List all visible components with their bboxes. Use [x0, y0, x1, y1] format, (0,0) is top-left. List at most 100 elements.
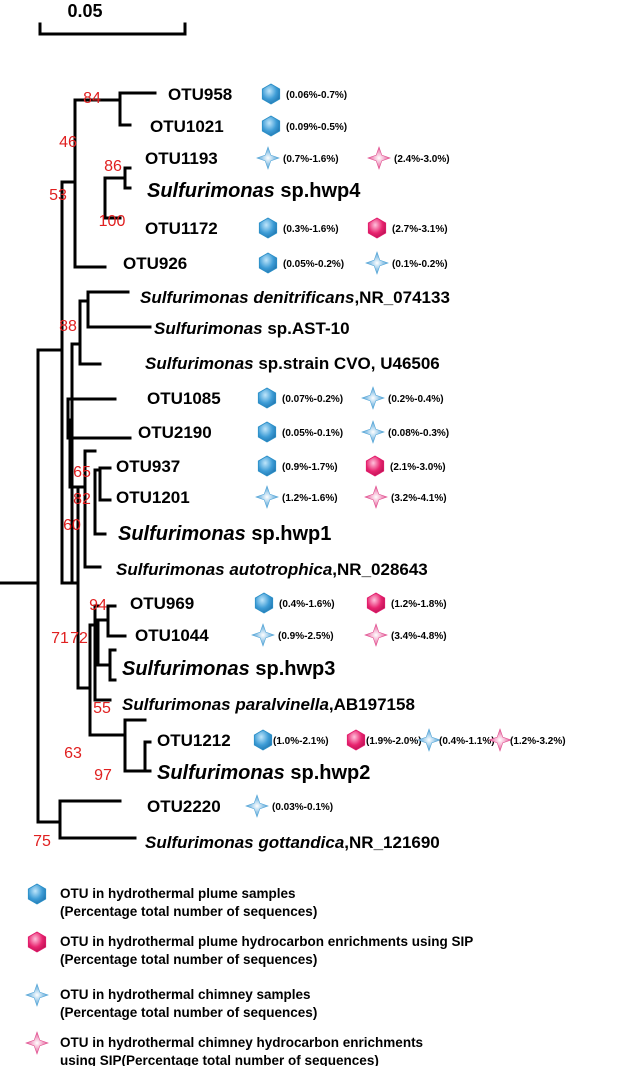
legend-item-label: OTU in hydrothermal plume hydrocarbon en…	[60, 934, 473, 949]
leaf-otu1044: OTU1044(0.9%-2.5%)(3.4%-4.8%)	[135, 623, 447, 647]
taxon-name: Sulfurimonas	[145, 354, 254, 373]
otu-name: OTU1085	[147, 389, 221, 408]
leaf-reference-6: Sulfurimonas denitrificans,NR_074133	[140, 288, 450, 307]
pink-star-icon	[488, 728, 512, 752]
pink-hexagon-icon	[365, 455, 385, 477]
otu-name: OTU926	[123, 254, 187, 273]
leaf-reference-8: Sulfurimonas sp.strain CVO, U46506	[145, 354, 440, 373]
legend-item-blue-star: OTU in hydrothermal chimney samples(Perc…	[25, 983, 317, 1020]
blue-hexagon-icon	[27, 883, 47, 905]
legend-item-sublabel: using SIP(Percentage total number of seq…	[60, 1053, 379, 1066]
abundance-range: (0.4%-1.6%)	[279, 599, 335, 610]
abundance-range: (0.07%-0.2%)	[282, 394, 343, 405]
leaf-reference-20: Sulfurimonas sp.hwp2	[157, 762, 370, 784]
bootstrap-value: 82	[73, 491, 91, 508]
bootstrap-value: 71	[51, 630, 69, 647]
leaf-label: OTU1085	[147, 389, 221, 408]
pink-hexagon-icon	[367, 217, 387, 239]
bootstrap-value: 65	[73, 464, 91, 481]
leaf-otu1201: OTU1201(1.2%-1.6%)(3.2%-4.1%)	[116, 485, 447, 509]
taxon-name: Sulfurimonas autotrophica	[116, 560, 332, 579]
leaf-label: OTU2190	[138, 423, 212, 442]
leaf-reference-14: Sulfurimonas autotrophica,NR_028643	[116, 560, 428, 579]
legend-item-label: OTU in hydrothermal chimney hydrocarbon …	[60, 1035, 423, 1050]
otu-name: OTU1201	[116, 488, 190, 507]
abundance-range: (0.08%-0.3%)	[388, 428, 449, 439]
bootstrap-value: 86	[104, 158, 122, 175]
leaf-label: Sulfurimonas autotrophica,NR_028643	[116, 560, 428, 579]
abundance-range: (0.1%-0.2%)	[392, 259, 448, 270]
legend-item-pink-hexagon: OTU in hydrothermal plume hydrocarbon en…	[27, 931, 473, 967]
taxon-suffix: ,NR_121690	[344, 833, 439, 852]
blue-star-icon	[417, 728, 441, 752]
blue-star-icon	[245, 794, 269, 818]
abundance-range: (1.0%-2.1%)	[273, 736, 329, 747]
pink-star-icon	[364, 623, 388, 647]
abundance-range: (1.2%-3.2%)	[510, 736, 566, 747]
leaf-label: OTU1193	[145, 149, 218, 168]
leaf-labels: OTU958 (0.06%-0.7%) OTU1021 (0.09%-0.5%) OTU…	[116, 83, 566, 852]
leaf-otu1212: OTU1212(1.0%-2.1%)(1.9%-2.0%)(0.4%-1.1%)…	[157, 728, 566, 752]
leaf-label: Sulfurimonas paralvinella,AB197158	[122, 695, 415, 714]
leaf-reference-22: Sulfurimonas gottandica,NR_121690	[145, 833, 440, 852]
blue-hexagon-icon	[261, 115, 281, 137]
otu-name: OTU937	[116, 457, 180, 476]
abundance-range: (0.9%-1.7%)	[282, 462, 338, 473]
pink-star-icon	[25, 1031, 49, 1055]
blue-star-icon	[256, 146, 280, 170]
leaf-reference-18: Sulfurimonas paralvinella,AB197158	[122, 695, 415, 714]
leaf-otu1193: OTU1193(0.7%-1.6%)(2.4%-3.0%)	[145, 146, 450, 170]
leaf-otu969: OTU969 (0.4%-1.6%) (1.2%-1.8%)	[130, 592, 447, 614]
bootstrap-value: 84	[83, 90, 101, 107]
bootstrap-value: 94	[89, 597, 107, 614]
leaf-label: OTU2220	[147, 797, 221, 816]
abundance-range: (0.05%-0.1%)	[282, 428, 343, 439]
abundance-range: (3.2%-4.1%)	[391, 493, 447, 504]
bootstrap-value: 75	[33, 833, 51, 850]
leaf-label: OTU1021	[150, 117, 224, 136]
blue-hexagon-icon	[254, 592, 274, 614]
leaf-label: OTU958	[168, 85, 232, 104]
leaf-reference-7: Sulfurimonas sp.AST-10	[154, 319, 350, 338]
taxon-suffix: sp.hwp3	[250, 658, 336, 680]
abundance-range: (2.7%-3.1%)	[392, 224, 448, 235]
legend: OTU in hydrothermal plume samples(Percen…	[25, 883, 473, 1066]
legend-item-sublabel: (Percentage total number of sequences)	[60, 904, 317, 919]
otu-name: OTU1021	[150, 117, 224, 136]
leaf-reference-3: Sulfurimonas sp.hwp4	[147, 180, 361, 202]
taxon-suffix: ,NR_028643	[332, 560, 427, 579]
abundance-range: (0.9%-2.5%)	[278, 631, 334, 642]
abundance-range: (1.2%-1.8%)	[391, 599, 447, 610]
taxon-name: Sulfurimonas	[118, 523, 246, 545]
pink-star-icon	[367, 146, 391, 170]
leaf-label: OTU969	[130, 594, 194, 613]
leaf-label: Sulfurimonas sp.hwp3	[122, 658, 335, 680]
blue-star-icon	[25, 983, 49, 1007]
bootstrap-value: 55	[93, 700, 111, 717]
legend-item-pink-star: OTU in hydrothermal chimney hydrocarbon …	[25, 1031, 423, 1066]
blue-star-icon	[361, 386, 385, 410]
bootstrap-value: 53	[49, 187, 67, 204]
leaf-label: OTU1212	[157, 731, 231, 750]
leaf-label: Sulfurimonas sp.hwp1	[118, 523, 331, 545]
leaf-otu1085: OTU1085(0.07%-0.2%)(0.2%-0.4%)	[147, 386, 444, 410]
legend-item-label: OTU in hydrothermal chimney samples	[60, 987, 311, 1002]
leaf-reference-17: Sulfurimonas sp.hwp3	[122, 658, 335, 680]
blue-hexagon-icon	[253, 729, 273, 751]
taxon-suffix: sp.strain CVO, U46506	[254, 354, 440, 373]
abundance-range: (2.4%-3.0%)	[394, 154, 450, 165]
legend-item-sublabel: (Percentage total number of sequences)	[60, 952, 317, 967]
abundance-range: (0.06%-0.7%)	[286, 90, 347, 101]
leaf-label: Sulfurimonas gottandica,NR_121690	[145, 833, 440, 852]
leaf-label: Sulfurimonas sp.strain CVO, U46506	[145, 354, 440, 373]
leaf-otu2190: OTU2190 (0.05%-0.1%) (0.08%-0.3%)	[138, 420, 449, 444]
blue-star-icon	[365, 251, 389, 275]
abundance-range: (0.09%-0.5%)	[286, 122, 347, 133]
abundance-range: (0.05%-0.2%)	[283, 259, 344, 270]
leaf-label: OTU1201	[116, 488, 190, 507]
bootstrap-value: 63	[64, 745, 82, 762]
leaf-label: OTU926	[123, 254, 187, 273]
taxon-suffix: sp.hwp2	[285, 762, 371, 784]
